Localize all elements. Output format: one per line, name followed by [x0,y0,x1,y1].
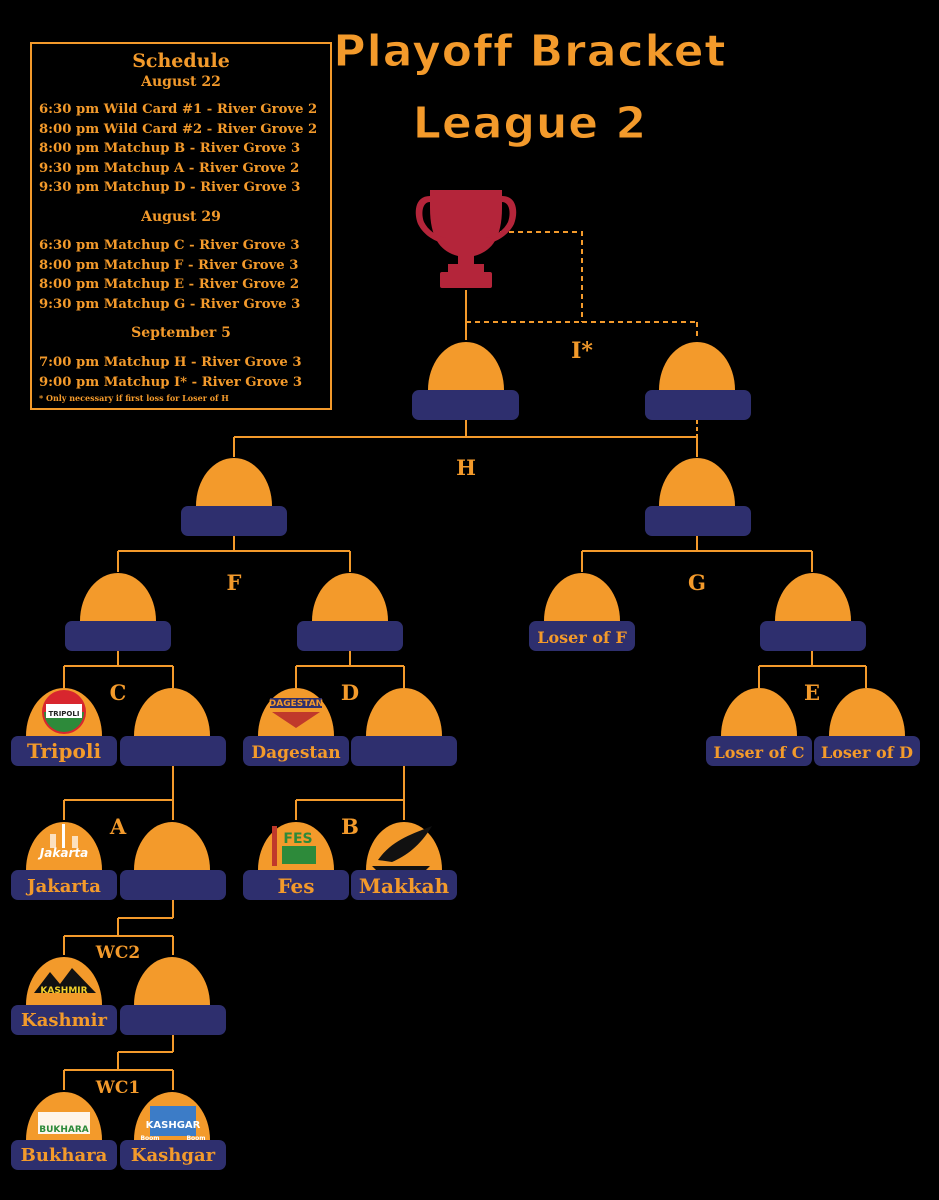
matchup-node [120,688,226,766]
makkah-logo [372,826,432,870]
matchup-node [351,688,457,766]
jakarta-logo: Jakarta [38,824,88,860]
schedule-line: 8:00 pm Matchup F - River Grove 3 [39,257,299,273]
schedule-line: 9:30 pm Matchup D - River Grove 3 [39,180,301,195]
kashgar-logo: KASHGAR Boom Boom [140,1106,206,1142]
team-node [706,688,812,766]
jakarta-logo-text: Jakarta [38,846,88,860]
schedule-line: 8:00 pm Matchup B - River Grove 3 [39,141,301,156]
schedule-line: 6:30 pm Matchup C - River Grove 3 [39,238,300,253]
matchup-label-g: G [688,570,706,595]
schedule-box: Schedule August 22 6:30 pm Wild Card #1 … [30,42,332,410]
dagestan-logo: DAGESTAN [269,698,323,728]
kashgar-logo-sub: Boom [140,1135,159,1142]
fes-logo-text: FES [283,831,312,847]
kashgar-logo-text: KASHGAR [146,1120,201,1131]
dagestan-logo-text: DAGESTAN [269,699,323,709]
matchup-label-wc1: WC1 [95,1078,140,1098]
title-line-2: League 2 [412,98,648,150]
trophy-icon [415,190,517,288]
schedule-line: 9:00 pm Matchup I* - River Grove 3 [39,374,303,390]
bracket-lines [63,231,867,1090]
schedule-heading: Schedule [132,50,230,72]
team-node [529,573,635,651]
schedule-line: 9:30 pm Matchup G - River Grove 3 [39,296,301,312]
schedule-footnote: * Only necessary if first loss for Loser… [39,393,229,403]
matchup-label-wc2: WC2 [95,943,140,963]
page-subtitle: League 2 [380,98,680,150]
kashmir-logo: KASHMIR [34,968,96,996]
team-name-loser-c: Loser of C [714,743,805,762]
fes-logo: FES [272,826,316,866]
schedule-line: 9:30 pm Matchup A - River Grove 2 [39,160,300,176]
team-name-loser-f: Loser of F [537,628,627,647]
matchup-label-b: B [341,814,359,839]
matchup-node [297,573,403,651]
matchup-node [645,458,751,536]
page-title: Playoff Bracket [330,26,730,78]
matchup-label-i: I* [571,338,593,364]
bukhara-logo-text: BUKHARA [39,1125,89,1135]
team-name-dagestan: Dagestan [251,743,340,763]
schedule-line: 8:00 pm Matchup E - River Grove 2 [39,277,300,292]
matchup-node [120,822,226,900]
matchup-label-f: F [227,570,242,595]
matchup-node [645,342,751,420]
matchup-node [181,458,287,536]
schedule-date: August 22 [141,74,221,90]
bukhara-logo: BUKHARA [38,1112,90,1135]
matchup-node [412,342,519,420]
title-line-1: Playoff Bracket [333,26,727,78]
matchup-label-e: E [804,680,820,705]
tripoli-logo: TRIPOLI [42,690,86,734]
matchup-label-a: A [109,814,127,839]
kashmir-logo-text: KASHMIR [40,986,87,996]
matchup-node [65,573,171,651]
team-name-makkah: Makkah [359,874,450,898]
matchup-label-h: H [456,455,476,480]
team-name-fes: Fes [277,874,314,898]
schedule-date: August 29 [141,209,221,225]
schedule-line: 8:00 pm Wild Card #2 - River Grove 2 [39,121,318,137]
team-name-bukhara: Bukhara [21,1145,108,1166]
matchup-node [760,573,866,651]
schedule-line: 6:30 pm Wild Card #1 - River Grove 2 [39,102,318,117]
team-node [814,688,920,766]
kashgar-logo-sub: Boom [186,1135,205,1142]
team-name-loser-d: Loser of D [821,743,913,762]
matchup-label-c: C [110,680,127,705]
tripoli-logo-text: TRIPOLI [49,710,80,718]
matchup-node [120,957,226,1035]
team-name-kashmir: Kashmir [21,1010,107,1031]
schedule-date: September 5 [131,325,231,341]
team-name-tripoli: Tripoli [27,739,101,763]
schedule-line: 7:00 pm Matchup H - River Grove 3 [39,355,302,370]
team-name-kashgar: Kashgar [131,1145,216,1166]
matchup-label-d: D [341,680,359,705]
team-name-jakarta: Jakarta [25,876,101,897]
